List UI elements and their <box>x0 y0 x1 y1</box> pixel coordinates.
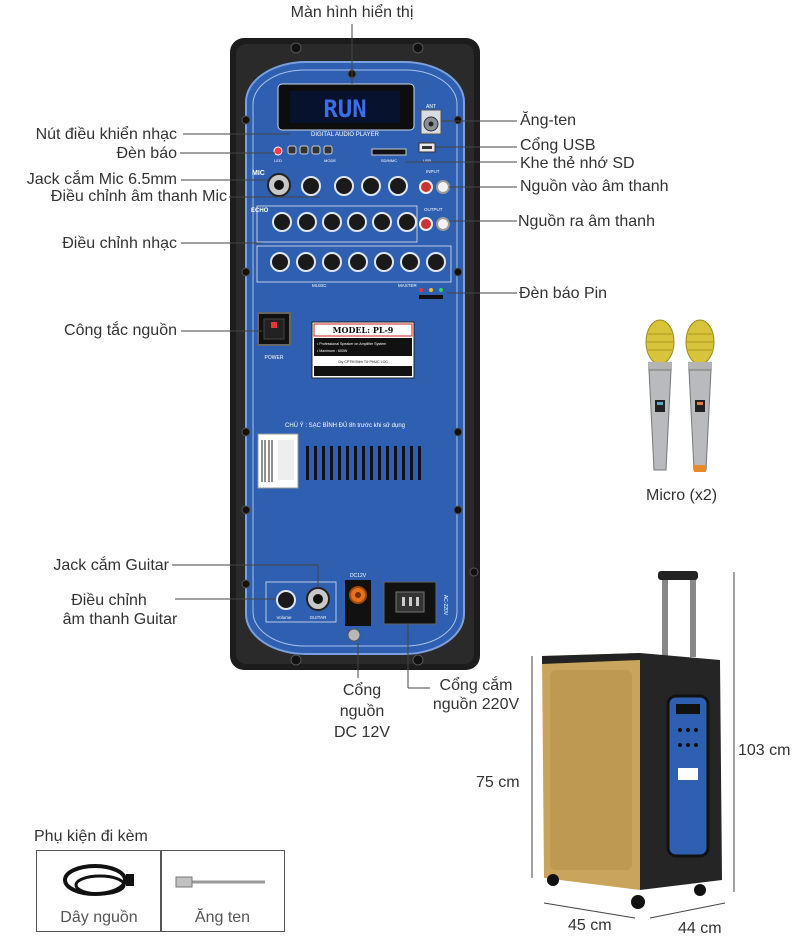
label-audio-out: Nguồn ra âm thanh <box>518 213 655 230</box>
accessory-antenna-label: Ăng ten <box>194 909 251 926</box>
svg-text:CHÚ Ý : SẠC BÌNH ĐỦ 8h trước k: CHÚ Ý : SẠC BÌNH ĐỦ 8h trước khi sử dụng <box>285 422 405 429</box>
label-dim-height-total: 103 cm <box>738 742 791 759</box>
label-dim-depth: 44 cm <box>678 920 722 937</box>
label-dc-port: Cổng nguồn DC 12V <box>318 680 406 743</box>
speaker-product <box>542 571 722 909</box>
svg-text:INPUT: INPUT <box>426 169 440 174</box>
svg-text:• Maximum : 600W: • Maximum : 600W <box>317 349 348 353</box>
label-ac-port: Cổng cắm nguồn 220V <box>424 676 528 714</box>
indicator-led <box>273 146 283 156</box>
mic-knobs <box>301 176 408 196</box>
label-indicator-light: Đèn báo <box>116 145 178 162</box>
dc-terminal <box>347 628 361 642</box>
label-music-control-button: Nút điều khiển nhạc <box>35 126 177 143</box>
label-usb-port: Cổng USB <box>520 137 596 154</box>
label-dc-port-line1: Cổng <box>342 682 382 699</box>
music-knobs <box>270 252 446 272</box>
svg-text:LED: LED <box>274 158 282 163</box>
label-mic-adjust: Điều chỉnh âm thanh Mic <box>50 188 227 205</box>
label-ac-port-line2: nguồn 220V <box>432 696 520 713</box>
svg-text:POWER: POWER <box>265 355 284 361</box>
svg-text:MASTER: MASTER <box>398 283 418 288</box>
svg-text:DIGITAL AUDIO PLAYER: DIGITAL AUDIO PLAYER <box>311 132 380 138</box>
label-dc-port-line3: DC 12V <box>333 724 391 741</box>
display-digits: RUN <box>323 95 366 123</box>
label-dim-width: 45 cm <box>568 917 612 934</box>
svg-text:Cty CPTM Điện Tử PHUC LOC: Cty CPTM Điện Tử PHUC LOC <box>338 360 388 364</box>
accessory-box-power-cord: Dây nguồn <box>36 850 162 932</box>
svg-text:ANT: ANT <box>426 104 436 110</box>
label-guitar-adjust-line2: âm thanh Guitar <box>62 611 178 628</box>
svg-text:MUSIC: MUSIC <box>312 283 327 288</box>
label-dim-height-body: 75 cm <box>476 774 520 791</box>
label-sd-slot: Khe thẻ nhớ SD <box>520 155 635 172</box>
label-antenna: Ăng-ten <box>520 112 577 129</box>
sd-slot <box>371 148 407 156</box>
svg-text:OUTPUT: OUTPUT <box>424 207 443 212</box>
label-audio-in: Nguồn vào âm thanh <box>520 178 669 195</box>
svg-text:• Professional Speaker on Ampl: • Professional Speaker on Amplifier Syst… <box>317 342 386 346</box>
label-display: Màn hình hiển thị <box>290 4 414 21</box>
svg-text:DC12V: DC12V <box>350 573 367 579</box>
label-micro: Micro (x2) <box>646 487 718 504</box>
svg-text:MIC: MIC <box>252 170 265 177</box>
label-ac-port-line1: Cổng cắm <box>439 677 513 694</box>
svg-text:MODE: MODE <box>324 158 336 163</box>
accessories-title: Phụ kiện đi kèm <box>34 828 148 845</box>
echo-knobs <box>272 212 417 232</box>
svg-text:AC-220V: AC-220V <box>442 595 448 616</box>
guitar-volume-knob <box>276 590 296 610</box>
callout-lines <box>172 24 517 689</box>
svg-text:USB: USB <box>423 158 432 163</box>
label-battery-light: Đèn báo Pin <box>519 285 608 302</box>
label-power-switch: Công tắc nguồn <box>64 322 177 339</box>
music-buttons <box>287 145 333 155</box>
microphone-right <box>685 319 715 472</box>
svg-text:Volume: Volume <box>276 615 292 620</box>
label-dc-port-line2: nguồn <box>339 703 385 720</box>
label-guitar-jack: Jack cắm Guitar <box>53 557 169 574</box>
power-cord-image <box>63 864 134 896</box>
label-guitar-adjust-line1: Điều chỉnh <box>71 592 147 609</box>
svg-text:GUITAR: GUITAR <box>310 615 327 620</box>
display-screen <box>290 91 400 123</box>
svg-text:MODEL: PL-9: MODEL: PL-9 <box>333 325 394 335</box>
svg-text:ECHO: ECHO <box>251 208 269 214</box>
battery-leds <box>419 288 443 299</box>
dimension-lines <box>531 572 735 919</box>
accessory-power-cord-label: Dây nguồn <box>60 909 138 926</box>
vent-slots <box>306 446 421 480</box>
label-mic-jack: Jack cắm Mic 6.5mm <box>26 171 177 188</box>
label-guitar-adjust: Điều chỉnh âm thanh Guitar <box>20 591 220 629</box>
microphone-left <box>645 319 675 471</box>
svg-text:SD/MMC: SD/MMC <box>381 158 397 163</box>
label-music-adjust: Điều chỉnh nhạc <box>62 235 177 252</box>
antenna-image <box>175 876 265 888</box>
accessory-box-antenna: Ăng ten <box>160 850 285 932</box>
